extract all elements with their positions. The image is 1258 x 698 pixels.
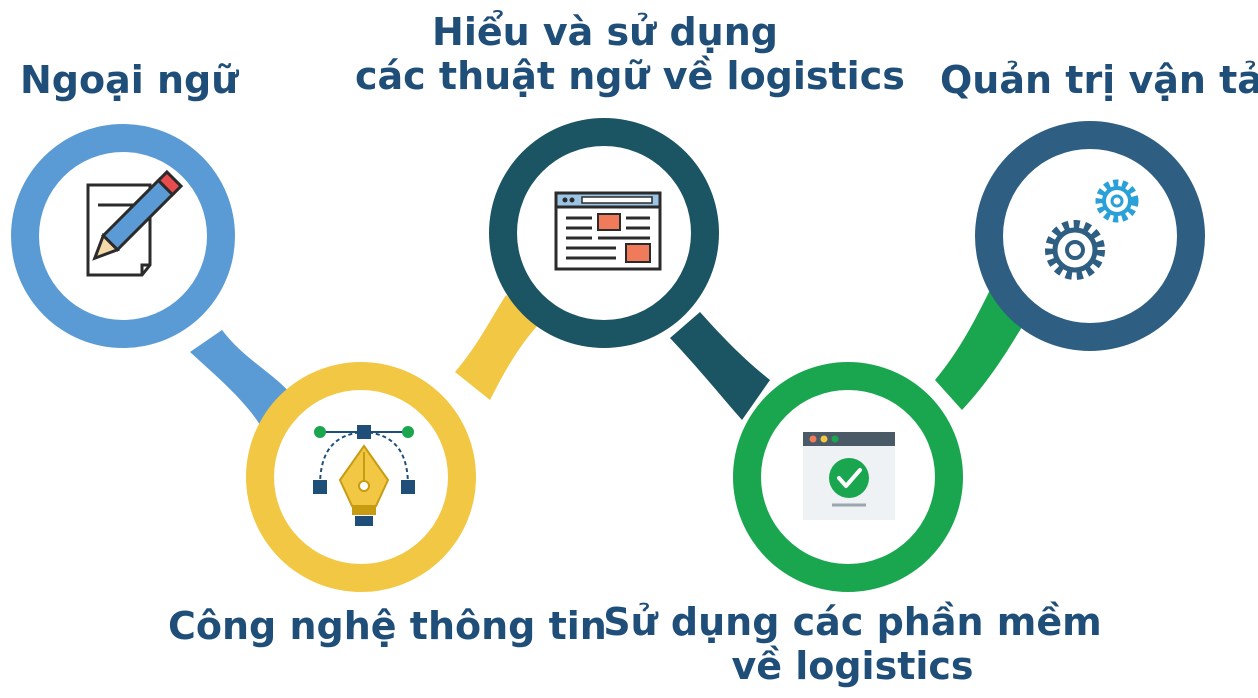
step-2-label-line-1: Công nghệ thông tin: [168, 604, 607, 648]
web-document-icon: [554, 191, 662, 271]
connector-teal-green: [670, 312, 770, 420]
step-3-label-line-2: các thuật ngữ về logistics: [355, 54, 905, 98]
step-1-label-line-1: Ngoại ngữ: [20, 58, 239, 102]
gears-icon: [1045, 179, 1139, 280]
step-4-label-line-2: về logistics: [731, 644, 974, 688]
step-3-label: Hiểu và sử dụng các thuật ngữ về logisti…: [355, 10, 905, 98]
step-1-label: Ngoại ngữ: [20, 58, 238, 102]
vector-pen-icon: [313, 425, 415, 526]
connector-yellow-teal: [455, 295, 538, 400]
step-5-label: Quản trị vận tải: [940, 58, 1258, 102]
software-check-icon: [803, 432, 895, 520]
step-5-label-line-1: Quản trị vận tải: [940, 58, 1258, 102]
pencil-paper-icon: [86, 169, 184, 277]
connector-blue-yellow: [190, 330, 292, 428]
step-4-label: Sử dụng các phần mềm về logistics: [600, 600, 1105, 688]
step-3-label-line-1: Hiểu và sử dụng: [432, 10, 778, 54]
step-2-label: Công nghệ thông tin: [168, 604, 607, 648]
step-4-label-line-1: Sử dụng các phần mềm: [603, 600, 1102, 644]
connector-green-navy: [935, 290, 1025, 410]
